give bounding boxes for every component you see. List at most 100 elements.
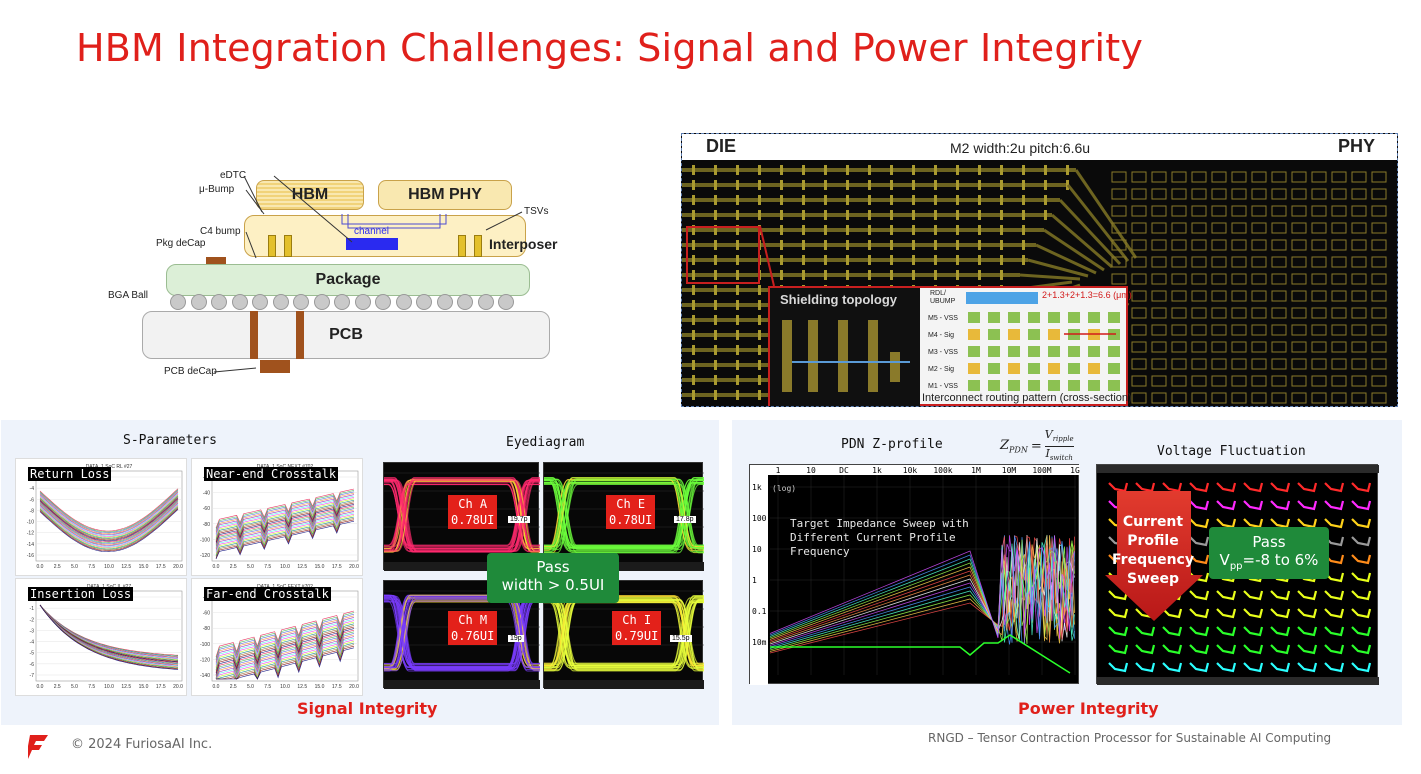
routing-via xyxy=(802,165,805,175)
xsec-conductor xyxy=(1088,363,1100,374)
phy-bump xyxy=(1251,273,1267,285)
voltage-wave xyxy=(1162,644,1183,655)
phy-bump xyxy=(1271,222,1287,234)
sparam-trace xyxy=(215,499,355,540)
x-tick-label: 20.0 xyxy=(349,564,359,570)
routing-via xyxy=(1000,180,1003,190)
x-tick-label: 15.0 xyxy=(139,564,149,570)
phy-bump xyxy=(1171,273,1187,285)
pdn-trace xyxy=(769,535,1075,639)
package-label: Package xyxy=(315,271,381,288)
phy-bump xyxy=(1171,256,1187,268)
routing-via xyxy=(1066,180,1069,190)
voltage-wave xyxy=(1189,590,1210,601)
pkg-decap-label: Pkg deCap xyxy=(156,238,206,249)
x-tick-label: 17.5 xyxy=(156,684,166,690)
pdn-note: Target Impedance Sweep with Different Cu… xyxy=(790,517,969,558)
sparam-trace xyxy=(215,516,355,557)
phy-bump xyxy=(1191,222,1207,234)
routing-via xyxy=(824,255,827,265)
routing-via xyxy=(912,255,915,265)
package-diagram: HBM HBM PHY channel Interposer eDTC μ-Bu… xyxy=(96,160,576,390)
pdn-y-tick: 1 xyxy=(752,576,757,585)
voltage-wave xyxy=(1189,482,1210,493)
phy-bump xyxy=(1191,273,1207,285)
routing-via xyxy=(912,270,915,280)
routing-via xyxy=(692,195,695,205)
voltage-wave xyxy=(1243,662,1264,673)
eye-trace xyxy=(544,482,704,548)
phy-bump xyxy=(1251,239,1267,251)
routing-via xyxy=(1022,255,1025,265)
voltage-wave xyxy=(1243,482,1264,493)
routing-via xyxy=(1066,165,1069,175)
routing-via xyxy=(956,225,959,235)
phy-bump xyxy=(1251,188,1267,200)
pkg-decap xyxy=(206,257,226,266)
phy-bump xyxy=(1351,290,1367,302)
spacing-label: 2+1.3+2+1.3=6.6 (μm) xyxy=(1042,290,1132,300)
phy-bump xyxy=(1231,307,1247,319)
phy-bump xyxy=(1171,239,1187,251)
routing-via xyxy=(736,180,739,190)
sparam-trace xyxy=(39,492,179,536)
sparam-trace xyxy=(39,499,179,543)
return-loss-plot: -2-4-6-8-10-12-14-160.02.55.07.510.012.5… xyxy=(15,458,187,576)
routing-via xyxy=(868,165,871,175)
routing-via xyxy=(802,180,805,190)
phy-bump xyxy=(1371,375,1387,387)
sparam-trace xyxy=(215,501,355,541)
phy-bump xyxy=(1151,341,1167,353)
xsec-conductor xyxy=(1028,380,1040,391)
phy-bump xyxy=(1371,171,1387,183)
insertion-loss-tag: Insertion Loss xyxy=(28,587,134,601)
vpp-range: =-8 to 6% xyxy=(1242,551,1319,569)
eye-ch-m-name: Ch M xyxy=(458,613,488,627)
phy-bump xyxy=(1151,239,1167,251)
y-tick-label: -120 xyxy=(200,657,210,663)
phy-bump xyxy=(1271,256,1287,268)
voltage-wave xyxy=(1351,662,1372,673)
routing-via xyxy=(758,330,761,340)
sparam-trace xyxy=(39,497,179,541)
phy-bump xyxy=(1311,273,1327,285)
routing-via xyxy=(758,345,761,355)
phy-bump xyxy=(1171,392,1187,404)
eye-ch-e-width: 0.78UI xyxy=(609,513,653,527)
y-tick-label: -4 xyxy=(30,486,35,492)
routing-via xyxy=(912,240,915,250)
xsec-conductor xyxy=(988,312,1000,323)
x-tick-label: 2.5 xyxy=(54,684,61,690)
pdn-x-tick: 100M xyxy=(1032,466,1051,475)
routing-via xyxy=(714,390,717,400)
phy-bump xyxy=(1271,188,1287,200)
routing-via xyxy=(912,165,915,175)
target-impedance-line xyxy=(770,634,1071,674)
routing-via xyxy=(736,315,739,325)
bga-ball xyxy=(457,294,473,310)
phy-bump xyxy=(1371,222,1387,234)
voltage-wave xyxy=(1324,626,1345,637)
phy-bump xyxy=(1191,375,1207,387)
routing-via xyxy=(714,255,717,265)
sparam-trace xyxy=(215,618,355,666)
xsec-conductor xyxy=(968,363,980,374)
phy-bump xyxy=(1311,290,1327,302)
voltage-fluctuation-plot: Current Profile Frequency Sweep Pass Vpp… xyxy=(1096,464,1379,685)
routing-via xyxy=(758,180,761,190)
tsvs-label: TSVs xyxy=(524,206,549,217)
routing-via xyxy=(714,270,717,280)
pdn-x-tick: 1M xyxy=(971,466,981,475)
routing-via xyxy=(1000,165,1003,175)
voltage-wave xyxy=(1270,626,1291,637)
phy-bump xyxy=(1191,256,1207,268)
eye-ch-i-traces xyxy=(544,590,704,689)
phy-bump xyxy=(1311,392,1327,404)
phy-bump xyxy=(1151,324,1167,336)
tsv-right-2 xyxy=(474,235,482,257)
phy-bump xyxy=(1211,324,1227,336)
routing-via xyxy=(890,180,893,190)
routing-via xyxy=(802,255,805,265)
routing-via xyxy=(780,180,783,190)
